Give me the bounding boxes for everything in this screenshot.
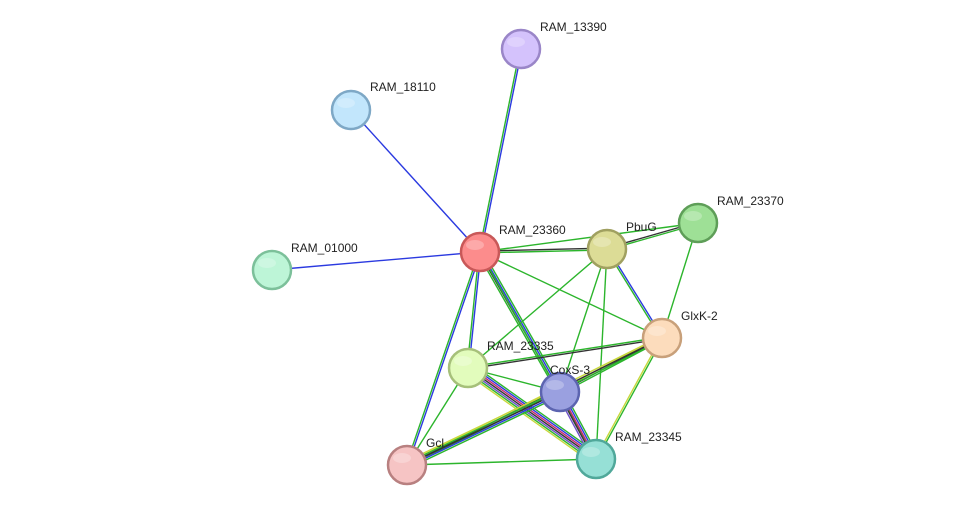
edge-layer: [271, 48, 699, 469]
node-highlight: [507, 37, 525, 47]
edge-line: [467, 248, 608, 369]
node-RAM_23335[interactable]: RAM_23335: [447, 339, 554, 389]
node-label: RAM_23345: [615, 430, 682, 444]
edge-line: [479, 247, 607, 252]
node-circle[interactable]: [677, 202, 719, 244]
edge-line: [479, 251, 663, 339]
node-highlight: [466, 240, 484, 250]
edge-RAM_23360-RAM_23370: [479, 222, 699, 253]
node-PbuG[interactable]: PbuG: [586, 220, 657, 270]
node-GlxK-2[interactable]: GlxK-2: [641, 309, 718, 359]
node-RAM_23345[interactable]: RAM_23345: [575, 430, 682, 480]
edge-RAM_23360-GlxK-2: [479, 251, 663, 339]
node-circle[interactable]: [575, 438, 617, 480]
node-label: RAM_23360: [499, 223, 566, 237]
edge-line: [467, 336, 662, 368]
node-label: RAM_23370: [717, 194, 784, 208]
edge-CoxS-3-Gcl: [405, 388, 562, 469]
node-highlight: [684, 211, 702, 221]
node-circle[interactable]: [586, 228, 628, 270]
edge-line: [594, 337, 662, 459]
node-highlight: [546, 380, 564, 390]
edge-GlxK-2-RAM_23345: [594, 337, 664, 460]
edge-line: [405, 388, 559, 463]
edge-RAM_23360-RAM_23345: [479, 251, 597, 460]
edge-RAM_18110-RAM_23360: [350, 109, 481, 253]
node-circle[interactable]: [386, 444, 428, 486]
node-circle[interactable]: [641, 317, 683, 359]
node-highlight: [593, 237, 611, 247]
node-circle[interactable]: [251, 249, 293, 291]
edge-line: [405, 251, 480, 465]
node-circle[interactable]: [500, 28, 542, 70]
node-highlight: [454, 356, 472, 366]
node-circle[interactable]: [330, 89, 372, 131]
edge-PbuG-RAM_23335: [467, 248, 608, 369]
edge-RAM_13390-RAM_23360: [478, 48, 523, 253]
edge-line: [407, 392, 562, 468]
node-circle[interactable]: [447, 347, 489, 389]
node-highlight: [258, 258, 276, 268]
edge-PbuG-CoxS-3: [559, 248, 608, 393]
node-label: RAM_13390: [540, 20, 607, 34]
edge-line: [477, 252, 559, 394]
node-RAM_13390[interactable]: RAM_13390: [500, 20, 607, 70]
edge-line: [468, 365, 598, 459]
edge-line: [479, 222, 699, 253]
edge-line: [464, 371, 594, 464]
edge-line: [405, 389, 560, 465]
edge-RAM_23360-Gcl: [405, 251, 482, 466]
edge-line: [559, 248, 608, 393]
edge-line: [406, 391, 561, 466]
edge-Gcl-RAM_23345: [406, 458, 597, 466]
edge-RAM_23335-RAM_23345: [464, 363, 600, 464]
node-RAM_23370[interactable]: RAM_23370: [677, 194, 784, 244]
node-label: RAM_01000: [291, 241, 358, 255]
node-Gcl[interactable]: Gcl: [386, 436, 444, 486]
node-circle[interactable]: [539, 371, 581, 413]
edge-line: [350, 109, 481, 253]
edge-line: [596, 338, 664, 460]
edge-line: [271, 251, 481, 271]
edge-line: [465, 370, 595, 463]
edge-line: [406, 458, 597, 466]
node-label: PbuG: [626, 220, 657, 234]
node-highlight: [582, 447, 600, 457]
edge-line: [468, 338, 663, 370]
edge-line: [478, 48, 521, 252]
node-circle[interactable]: [459, 231, 501, 273]
node-RAM_01000[interactable]: RAM_01000: [251, 241, 358, 291]
edge-line: [595, 248, 608, 460]
edge-RAM_01000-RAM_23360: [271, 251, 481, 271]
node-CoxS-3[interactable]: CoxS-3: [539, 363, 590, 413]
edge-line: [407, 252, 482, 466]
node-highlight: [337, 98, 355, 108]
node-label: RAM_23335: [487, 339, 554, 353]
node-label: GlxK-2: [681, 309, 718, 323]
node-label: Gcl: [426, 436, 444, 450]
edge-line: [469, 364, 599, 457]
edge-line: [480, 249, 608, 254]
edge-line: [466, 368, 596, 462]
edge-line: [408, 394, 562, 469]
node-highlight: [393, 453, 411, 463]
edge-line: [480, 251, 562, 392]
edge-GlxK-2-RAM_23335: [467, 336, 663, 370]
edge-PbuG-RAM_23345: [595, 248, 608, 460]
node-RAM_23360[interactable]: RAM_23360: [459, 223, 566, 273]
edge-line: [480, 49, 523, 253]
edge-RAM_23360-PbuG: [479, 247, 608, 254]
node-highlight: [648, 326, 666, 336]
node-RAM_18110[interactable]: RAM_18110: [330, 80, 436, 131]
edge-line: [479, 251, 597, 460]
node-label: CoxS-3: [550, 363, 590, 377]
node-label: RAM_18110: [370, 80, 436, 94]
edge-line: [467, 367, 597, 460]
edge-line: [470, 363, 600, 456]
